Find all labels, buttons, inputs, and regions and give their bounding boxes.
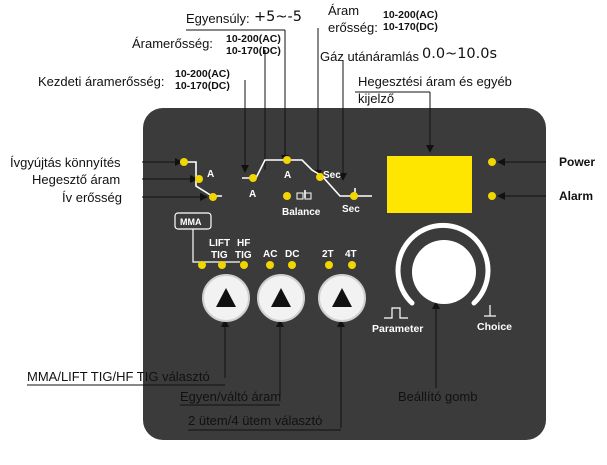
aramerosseg-label: Áramerősség: (132, 36, 213, 51)
mma-valaszto-label: MMA/LIFT TIG/HF TIG választó (27, 369, 210, 384)
balance-label: Balance (282, 207, 321, 218)
hegeszto-aram-label: Hegesztő áram (32, 172, 121, 187)
aramerosseg-dc-value: 10-170(DC) (226, 45, 281, 57)
adjust-knob[interactable] (412, 240, 476, 304)
led-power (488, 158, 496, 166)
leds (180, 156, 496, 269)
led-hf-tig (240, 261, 248, 269)
selector-buttons (202, 274, 366, 322)
egyensuly-range: +5~-5 (254, 9, 302, 25)
led-ac (266, 261, 274, 269)
led-mma (198, 261, 206, 269)
mma-box (174, 212, 212, 230)
led-dc (288, 261, 296, 269)
kezdeti-label: Kezdeti áramerősség: (38, 74, 165, 89)
kezdeti-ac-value: 10-200(AC) (175, 68, 230, 80)
iv-erosseg-label: Ív erősség (62, 190, 122, 205)
t4-label: 4T (345, 249, 357, 260)
aram-label: Áram (328, 3, 360, 18)
led-kezdeti-aram (249, 174, 257, 182)
power-label: Power (559, 155, 596, 169)
kezdeti-dc-value: 10-170(DC) (175, 80, 230, 92)
dc-label: DC (285, 249, 299, 260)
hf-label: HF (237, 238, 250, 249)
balance-glyph (296, 192, 312, 200)
aram-erosseg-label: erősség: (328, 20, 378, 35)
beallito-gomb-label: Beállító gomb (398, 389, 478, 404)
led-aram-erosseg (316, 173, 324, 181)
param-choice-glyphs (384, 305, 496, 319)
trigger-arrow-up-icon (332, 288, 352, 307)
a-small-label: A (207, 169, 214, 180)
lift-label: LIFT (209, 238, 230, 249)
led-iv-erosseg (209, 193, 217, 201)
utem-valaszto-label: 2 ütem/4 ütem választó (188, 413, 323, 428)
egyensuly-label: Egyensúly: (186, 11, 250, 26)
led-ivgyujtas (180, 158, 188, 166)
leader-lines (142, 28, 546, 428)
led-4t (348, 261, 356, 269)
ivgyujtas-label: Ívgyújtás könnyítés (10, 155, 121, 170)
knob-scale-arc (395, 222, 491, 306)
led-lift-tig (218, 261, 226, 269)
mode-arrow-up-icon (216, 288, 236, 307)
hegesztesi-label-1: Hegesztési áram és egyéb (358, 74, 512, 89)
sec-bottom-label: Sec (342, 204, 360, 215)
mma-label: MMA (180, 217, 202, 227)
tig2-label: TIG (235, 250, 252, 261)
a-right-label: A (284, 170, 291, 181)
parameter-label: Parameter (372, 323, 423, 335)
sec-top-label: Sec (323, 170, 341, 181)
acdc-arrow-up-icon (271, 288, 291, 307)
tig1-label: TIG (211, 250, 228, 261)
led-alarm (488, 192, 496, 200)
choice-label: Choice (477, 321, 512, 333)
led-sec (350, 192, 358, 200)
display-screen (387, 156, 472, 213)
ac-label: AC (263, 249, 277, 260)
led-hegeszto-aram (195, 175, 203, 183)
led-aramerosseg (283, 156, 291, 164)
alarm-label: Alarm (559, 189, 594, 203)
a-left-label: A (249, 189, 256, 200)
aram-dc-value: 10-170(DC) (383, 21, 438, 33)
parameter-icon (384, 307, 408, 319)
aramerosseg-ac-value: 10-200(AC) (226, 33, 281, 45)
gaz-range: 0.0~10.0s (422, 46, 498, 62)
led-balance (283, 192, 291, 200)
hegesztesi-label-2: kijelző (358, 91, 395, 106)
led-2t (325, 261, 333, 269)
adjust-knob-group (395, 222, 491, 306)
gaz-label: Gáz utánáramlás (320, 49, 419, 64)
t2-label: 2T (322, 249, 334, 260)
egyen-valto-label: Egyen/váltó áram (180, 389, 282, 404)
aram-ac-value: 10-200(AC) (383, 9, 438, 21)
